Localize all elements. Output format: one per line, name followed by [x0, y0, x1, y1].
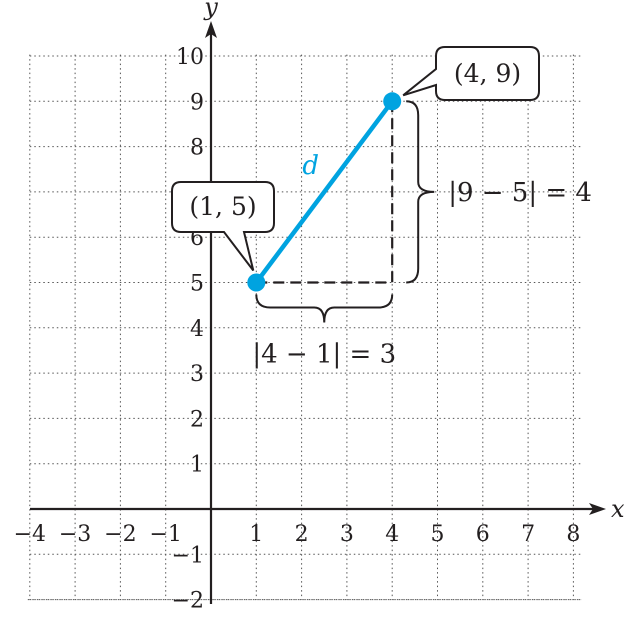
y-tick-label: 10: [176, 45, 204, 70]
point-2-label: (4, 9): [454, 59, 521, 88]
y-tick-label: 1: [190, 453, 204, 478]
y-tick-label: −2: [172, 589, 204, 614]
y-tick-label: −1: [172, 543, 204, 568]
x-tick-label: 6: [476, 522, 490, 547]
grid: [27, 54, 582, 601]
callout-bubble: [171, 181, 275, 272]
x-tick-label: −2: [104, 522, 136, 547]
x-axis-arrowhead: [589, 503, 606, 515]
x-axis-label: x: [611, 495, 624, 523]
y-tick-label: 3: [190, 362, 204, 387]
x-tick-label: 5: [431, 522, 445, 547]
x-tick-label: 8: [566, 522, 580, 547]
x-tick-label: 4: [385, 522, 399, 547]
y-axis-arrowhead: [205, 21, 217, 38]
vertical-leg-label: |9 − 5| = 4: [448, 178, 592, 208]
y-axis-label: y: [203, 0, 218, 21]
horizontal-leg-label: |4 − 1| = 3: [252, 340, 396, 370]
x-tick-label: 1: [249, 522, 263, 547]
axes: x y: [30, 0, 624, 604]
point-1-label: (1, 5): [189, 192, 256, 221]
y-tick-label: 9: [190, 90, 204, 115]
horizontal-brace: [255, 294, 394, 323]
callout-point-1-5: (1, 5): [171, 181, 275, 272]
x-tick-label: 2: [295, 522, 309, 547]
y-tick-label: 8: [190, 136, 204, 161]
right-triangle-legs: [256, 101, 394, 284]
y-tick-label: 5: [190, 272, 204, 297]
point-1-5-dot: [247, 273, 266, 292]
vertical-brace: [406, 100, 435, 284]
distance-segment: [254, 99, 395, 285]
distance-segment-label: d: [302, 151, 319, 181]
x-tick-label: −1: [149, 522, 181, 547]
y-tick-label: 4: [190, 317, 204, 342]
point-4-9-dot: [383, 92, 402, 111]
x-tick-label: −4: [14, 522, 46, 547]
x-tick-label: 7: [521, 522, 535, 547]
x-tick-label: −3: [59, 522, 91, 547]
callout-bubble: [402, 46, 540, 101]
x-tick-label: 3: [340, 522, 354, 547]
y-tick-label: 2: [190, 407, 204, 432]
callout-point-4-9: (4, 9): [402, 46, 540, 101]
